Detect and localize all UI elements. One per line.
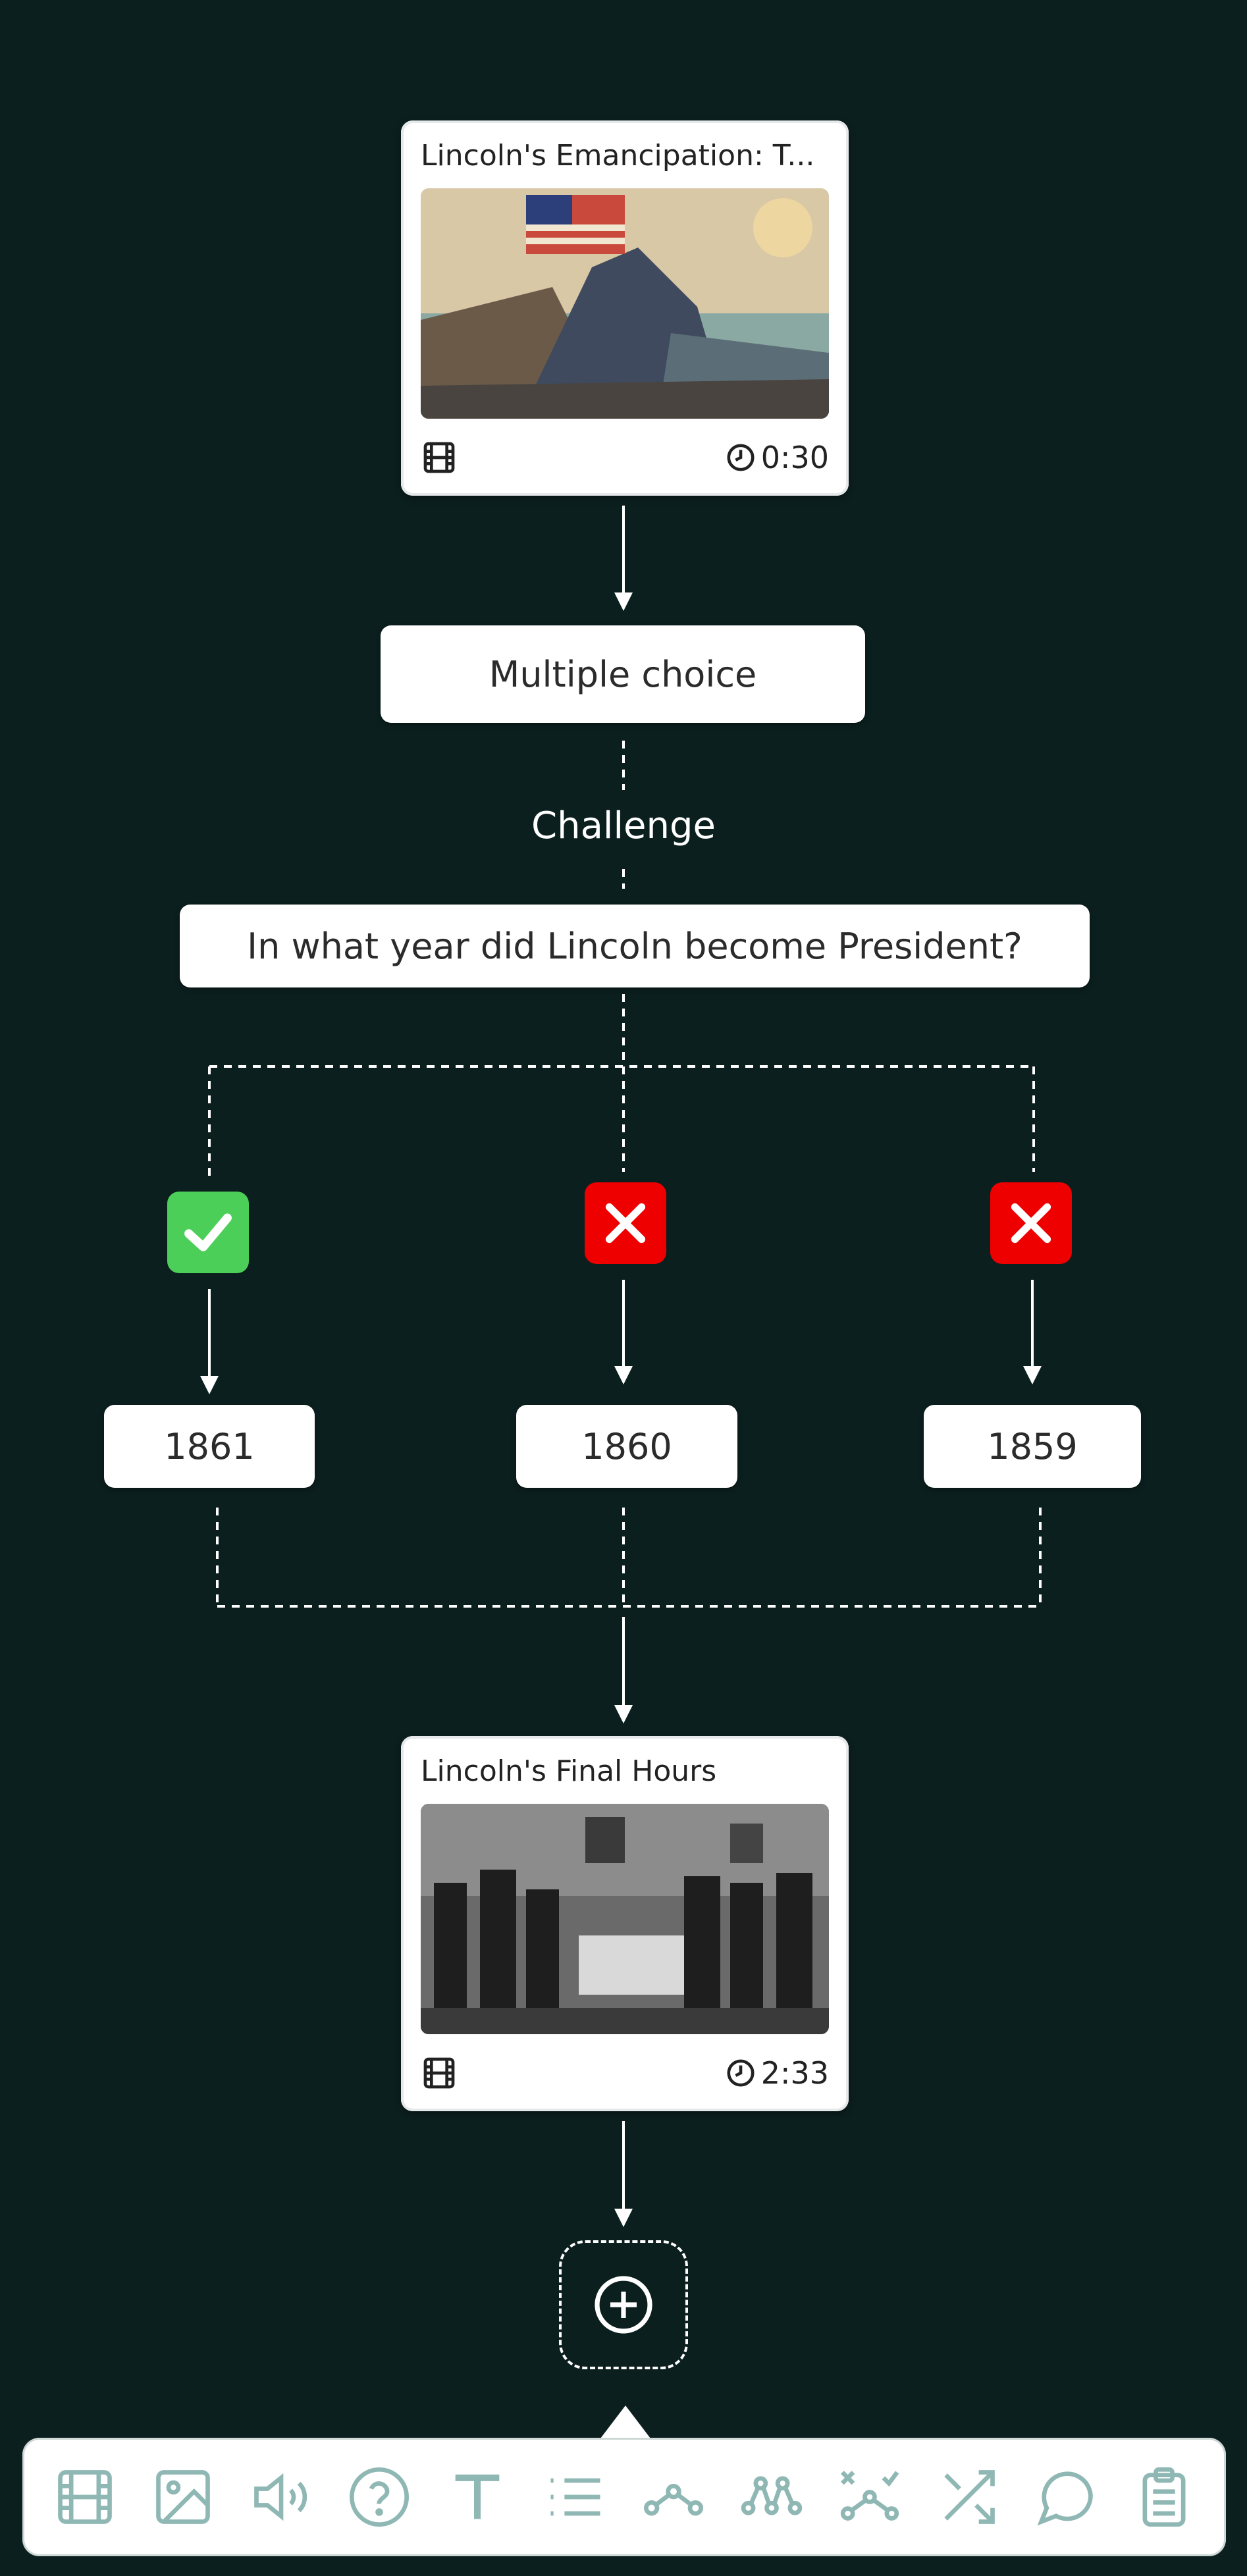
video-title: Lincoln's Final Hours bbox=[421, 1754, 717, 1788]
video-title: Lincoln's Emancipation: T... bbox=[421, 139, 815, 172]
duration-label: 2:33 bbox=[726, 2055, 829, 2091]
challenge-type-label: Multiple choice bbox=[489, 653, 757, 695]
list-icon[interactable] bbox=[539, 2461, 612, 2533]
toolbar-pointer bbox=[600, 2405, 650, 2438]
quiz-branch-icon[interactable] bbox=[834, 2461, 906, 2533]
video-thumbnail bbox=[421, 1804, 829, 2034]
text-icon[interactable] bbox=[441, 2461, 514, 2533]
image-icon[interactable] bbox=[147, 2461, 219, 2533]
answer-option[interactable]: 1859 bbox=[924, 1405, 1141, 1488]
duration-value: 0:30 bbox=[760, 440, 829, 475]
audio-icon[interactable] bbox=[245, 2461, 317, 2533]
challenge-section-label: Challenge bbox=[531, 804, 716, 847]
answer-label: 1860 bbox=[581, 1425, 672, 1467]
video-node-emancipation[interactable]: Lincoln's Emancipation: T... 0:30 bbox=[401, 120, 849, 496]
duration-value: 2:33 bbox=[760, 2055, 829, 2091]
answer-label: 1859 bbox=[987, 1425, 1078, 1467]
answer-option[interactable]: 1860 bbox=[516, 1405, 737, 1488]
node-toolbar bbox=[22, 2438, 1226, 2556]
duration-label: 0:30 bbox=[726, 439, 829, 476]
film-icon bbox=[421, 439, 458, 476]
video-icon[interactable] bbox=[49, 2461, 121, 2533]
shuffle-icon[interactable] bbox=[932, 2461, 1004, 2533]
multi-branch-icon[interactable] bbox=[735, 2461, 808, 2533]
clock-icon bbox=[727, 444, 755, 471]
question-text: In what year did Lincoln become Presiden… bbox=[247, 925, 1022, 967]
incorrect-status-icon[interactable] bbox=[585, 1182, 666, 1264]
film-icon bbox=[421, 2055, 458, 2091]
correct-status-icon[interactable] bbox=[167, 1192, 249, 1273]
video-node-final-hours[interactable]: Lincoln's Final Hours 2:33 bbox=[401, 1736, 849, 2111]
comment-icon[interactable] bbox=[1030, 2461, 1102, 2533]
incorrect-status-icon[interactable] bbox=[990, 1182, 1072, 1264]
clipboard-icon[interactable] bbox=[1128, 2461, 1200, 2533]
answer-label: 1861 bbox=[164, 1425, 255, 1467]
branch-icon[interactable] bbox=[637, 2461, 710, 2533]
add-node-button[interactable] bbox=[559, 2240, 688, 2369]
video-thumbnail bbox=[421, 188, 829, 419]
question-icon[interactable] bbox=[343, 2461, 415, 2533]
clock-icon bbox=[727, 2059, 755, 2087]
plus-circle-icon bbox=[595, 2276, 652, 2334]
answer-option[interactable]: 1861 bbox=[104, 1405, 315, 1488]
challenge-type-node[interactable]: Multiple choice bbox=[381, 625, 865, 723]
question-node[interactable]: In what year did Lincoln become Presiden… bbox=[180, 905, 1090, 987]
